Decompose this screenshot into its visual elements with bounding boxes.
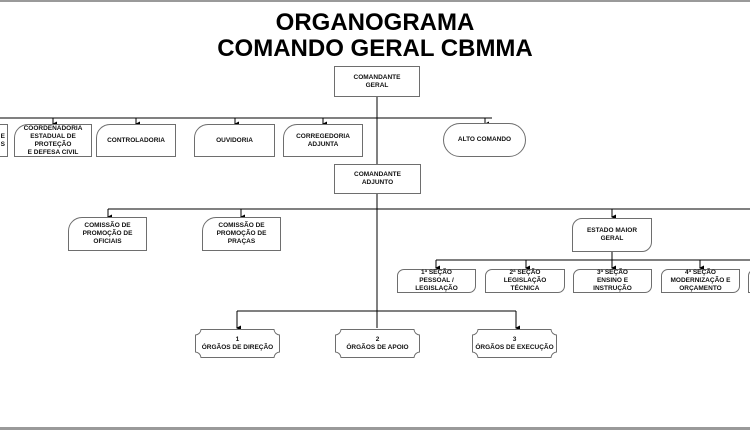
node-secao-4: 4ª SEÇÃO MODERNIZAÇÃO E ORÇAMENTO (661, 269, 740, 293)
node-orgaos-apoio-label: 2 ÓRGÃOS DE APOIO (346, 335, 409, 351)
scallop-shape (335, 329, 420, 358)
scallop-shape (195, 329, 280, 358)
scallop-shape (472, 329, 557, 358)
node-comandante-adjunto: COMANDANTE ADJUNTO (334, 164, 421, 194)
chart-subtitle: COMANDO GERAL CBMMA (217, 35, 533, 62)
node-comissao-oficiais: COMISSÃO DE PROMOÇÃO DE OFICIAIS (68, 217, 147, 251)
node-orgaos-direcao: 1 ÓRGÃOS DE DIREÇÃO (195, 329, 280, 358)
node-orgaos-direcao-label: 1 ÓRGÃOS DE DIREÇÃO (201, 335, 274, 351)
node-secao-3: 3ª SEÇÃO ENSINO E INSTRUÇÃO (573, 269, 652, 293)
node-orgaos-apoio: 2 ÓRGÃOS DE APOIO (335, 329, 420, 358)
node-orgaos-execucao: 3 ÓRGÃOS DE EXECUÇÃO (472, 329, 557, 358)
node-secao-1: 1ª SEÇÃO PESSOAL / LEGISLAÇÃO (397, 269, 476, 293)
node-coordenadoria: COORDENADORIA ESTADUAL DE PROTEÇÃO E DEF… (14, 124, 92, 157)
chart-title: ORGANOGRAMA (275, 9, 475, 36)
node-orgaos-execucao-label: 3 ÓRGÃOS DE EXECUÇÃO (475, 335, 554, 351)
node-alto-comando: ALTO COMANDO (443, 123, 526, 157)
frame-bottom-border (0, 427, 750, 430)
node-estado-maior-geral: ESTADO MAIOR GERAL (572, 218, 652, 252)
node-controladoria: CONTROLADORIA (96, 124, 176, 157)
node-comandante-geral: COMANDANTE GERAL (334, 66, 420, 97)
node-corregedoria: CORREGEDORIA ADJUNTA (283, 124, 363, 157)
node-ouvidoria: OUVIDORIA (194, 124, 275, 157)
node-secao-2: 2ª SEÇÃO LEGISLAÇÃO TÉCNICA (485, 269, 565, 293)
node-partial-left: E S (0, 124, 8, 157)
frame-top-border (0, 0, 750, 2)
node-comissao-pracas: COMISSÃO DE PROMOÇÃO DE PRAÇAS (202, 217, 281, 251)
